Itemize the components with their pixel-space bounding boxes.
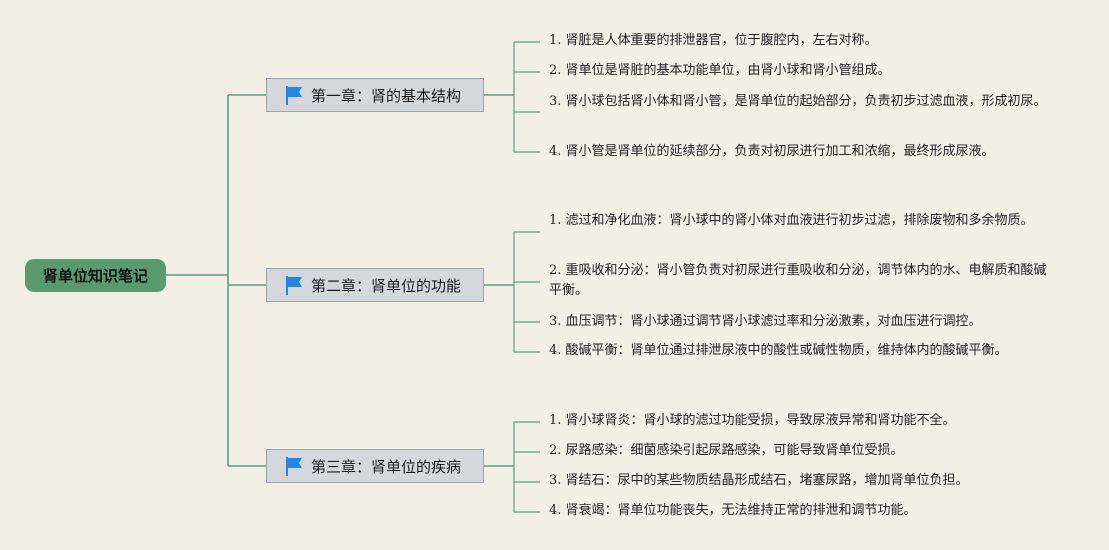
- leaf-item[interactable]: 4. 酸碱平衡：肾单位通过排泄尿液中的酸性或碱性物质，维持体内的酸碱平衡。: [549, 343, 1008, 358]
- leaf-item[interactable]: 2. 重吸收和分泌：肾小管负责对初尿进行重吸收和分泌，调节体内的水、电解质和酸碱…: [549, 263, 1047, 298]
- leaf-item[interactable]: 3. 肾结石：尿中的某些物质结晶形成结石，堵塞尿路，增加肾单位负担。: [549, 473, 969, 488]
- leaf-item[interactable]: 1. 肾脏是人体重要的排泄器官，位于腹腔内，左右对称。: [549, 33, 878, 48]
- leaf-item[interactable]: 1. 滤过和净化血液：肾小球中的肾小体对血液进行初步过滤，排除废物和多余物质。: [549, 213, 1034, 228]
- flag-icon: [286, 86, 302, 105]
- flag-icon: [286, 276, 302, 295]
- root-label: 肾单位知识笔记: [42, 267, 148, 285]
- chapter-title: 第三章：肾单位的疾病: [311, 457, 462, 476]
- chapter-node-1[interactable]: 第一章：肾的基本结构: [266, 78, 484, 112]
- leaf-item[interactable]: 3. 肾小球包括肾小体和肾小管，是肾单位的起始部分，负责初步过滤血液，形成初尿。: [549, 94, 1047, 109]
- leaf-item[interactable]: 4. 肾衰竭：肾单位功能丧失，无法维持正常的排泄和调节功能。: [549, 503, 917, 518]
- chapter-title: 第一章：肾的基本结构: [311, 86, 462, 105]
- leaf-item[interactable]: 4. 肾小管是肾单位的延续部分，负责对初尿进行加工和浓缩，最终形成尿液。: [549, 144, 995, 159]
- chapter-node-2[interactable]: 第二章：肾单位的功能: [266, 268, 484, 302]
- chapter-title: 第二章：肾单位的功能: [311, 276, 462, 295]
- chapter-node-3[interactable]: 第三章：肾单位的疾病: [266, 449, 484, 483]
- root-node[interactable]: 肾单位知识笔记: [25, 259, 166, 292]
- flag-icon: [286, 457, 302, 476]
- leaf-item[interactable]: 1. 肾小球肾炎：肾小球的滤过功能受损，导致尿液异常和肾功能不全。: [549, 413, 956, 428]
- leaf-item[interactable]: 2. 肾单位是肾脏的基本功能单位，由肾小球和肾小管组成。: [549, 63, 891, 78]
- leaf-item[interactable]: 2. 尿路感染：细菌感染引起尿路感染，可能导致肾单位受损。: [549, 443, 904, 458]
- leaf-item[interactable]: 3. 血压调节：肾小球通过调节肾小球滤过率和分泌激素，对血压进行调控。: [549, 314, 982, 329]
